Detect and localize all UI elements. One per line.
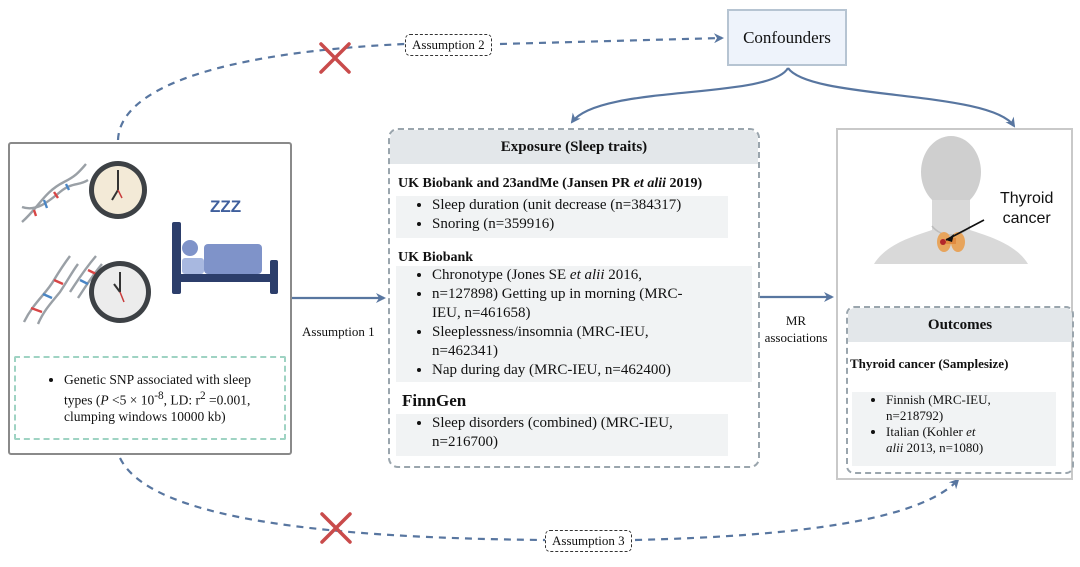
mr-associations-label: MR associations [758,312,834,346]
snp-line-3: clumping windows 10000 kb) [64,408,226,424]
sleep-zzz-text: ZZZ [210,197,241,216]
group3-title: FinnGen [402,391,467,410]
group1-list: Sleep duration (unit decrease (n=384317)… [396,196,728,234]
assumption1-label: Assumption 1 [302,324,375,339]
assumption2-path [116,42,406,141]
violation-cross-icon [319,42,351,74]
assumption3-label: Assumption 3 [545,530,632,552]
dna-icon [22,255,103,325]
outcomes-box [846,306,1074,474]
snp-ld-label: , LD: r [163,392,200,408]
group2-shade: Chronotype (Jones SE et alii 2016, n=127… [396,266,752,382]
bed-sleeping-icon [172,222,278,294]
getting-up-line-1: n=127898) Getting up in morning (MRC- [432,286,683,302]
group1-shade: Sleep duration (unit decrease (n=384317)… [396,196,728,238]
thyroid-label-line-2: cancer [1002,210,1051,227]
chronotype-text: Chronotype (Jones SE [432,267,570,283]
group2-title: UK Biobank [398,250,474,265]
snp-criteria-box: Genetic SNP associated with sleep types … [14,356,286,440]
assumption3-path [119,457,546,542]
snp-r-squared: 2 [199,390,206,402]
list-item: Sleep duration (unit decrease (n=384317) [432,196,728,215]
exposure-header: Exposure (Sleep traits) [390,130,758,164]
snp-line-1: Genetic SNP associated with sleep [64,372,251,387]
list-item: Nap during day (MRC-IEU, n=462400) [432,361,752,380]
list-item: Italian (Kohler et alii 2013, n=1080) [886,424,1056,456]
list-item: Sleeplessness/insomnia (MRC-IEU, n=46234… [432,323,752,361]
italian-italic-1: et [966,424,976,439]
snp-ld-value: =0.001, [205,392,251,408]
group1-title: UK Biobank and 23andMe (Jansen PR et ali… [398,176,702,192]
dna-icon [21,163,89,223]
patient-neck-illustration [874,136,1028,264]
outcomes-header: Outcomes [848,308,1072,342]
chronotype-italic: et alii [569,267,605,283]
assumption2-label: Assumption 2 [405,34,492,56]
getting-up-line-2: IEU, n=461658) [432,305,531,321]
snp-p-symbol: P [100,392,109,408]
outcome-list: Finnish (MRC-IEU, n=218792) Italian (Koh… [852,392,1056,456]
list-item: Sleep disorders (combined) (MRC-IEU, n=2… [432,414,728,452]
assumption3-path-to-outcome [634,478,960,542]
snp-threshold-exponent: -8 [154,390,164,402]
group3-list: Sleep disorders (combined) (MRC-IEU, n=2… [396,414,728,452]
group2-list: Chronotype (Jones SE et alii 2016, n=127… [396,266,752,380]
group1-title-text: UK Biobank and 23andMe (Jansen PR [398,176,634,191]
finnish-line-1: Finnish (MRC-IEU, [886,392,991,407]
italian-line-2: 2013, n=1080) [903,440,984,455]
snp-criteria-item: Genetic SNP associated with sleep types … [64,372,284,425]
assumption2-path-to-confounders [499,33,724,46]
italian-italic-2: alii [886,440,904,455]
group1-title-italic: et alii [633,176,666,191]
person-bust-icon [874,136,1028,264]
finnish-line-2: n=218792) [886,408,944,423]
sleep-disorders-line-2: n=216700) [432,434,498,450]
confounders-to-exposure-arrow [570,67,789,124]
mr-label-line-2: associations [764,330,828,345]
snp-criteria-list: Genetic SNP associated with sleep types … [16,372,284,425]
violation-cross-icon [320,512,352,544]
insomnia-line-1: Sleeplessness/insomnia (MRC-IEU, [432,324,649,340]
confounders-box: Confounders [727,9,847,66]
snp-line-2-prefix: types ( [64,392,101,408]
list-item: Chronotype (Jones SE et alii 2016, [432,266,752,285]
chronotype-year: 2016, [604,267,642,283]
list-item: Snoring (n=359916) [432,215,728,234]
sleep-disorders-line-1: Sleep disorders (combined) (MRC-IEU, [432,415,673,431]
confounders-to-outcome-arrow [787,67,1016,128]
insomnia-line-2: n=462341) [432,343,498,359]
thyroid-cancer-label: Thyroid cancer [1000,189,1053,229]
list-item: Finnish (MRC-IEU, n=218792) [886,392,1056,424]
instrument-illustrations: ZZZ [21,161,278,325]
snp-threshold: <5 × 10 [108,392,155,408]
outcome-subtitle: Thyroid cancer (Samplesize) [850,356,1009,371]
group3-shade: Sleep disorders (combined) (MRC-IEU, n=2… [396,414,728,456]
mr-label-line-1: MR [785,313,807,328]
outcome-items-shade: Finnish (MRC-IEU, n=218792) Italian (Koh… [852,392,1056,466]
list-item: n=127898) Getting up in morning (MRC- IE… [432,285,752,323]
clock-icon [89,161,147,219]
thyroid-label-line-1: Thyroid [1000,190,1054,207]
clock-icon [89,261,151,323]
group1-title-year: 2019) [666,176,703,191]
italian-line-1: Italian (Kohler [886,424,967,439]
